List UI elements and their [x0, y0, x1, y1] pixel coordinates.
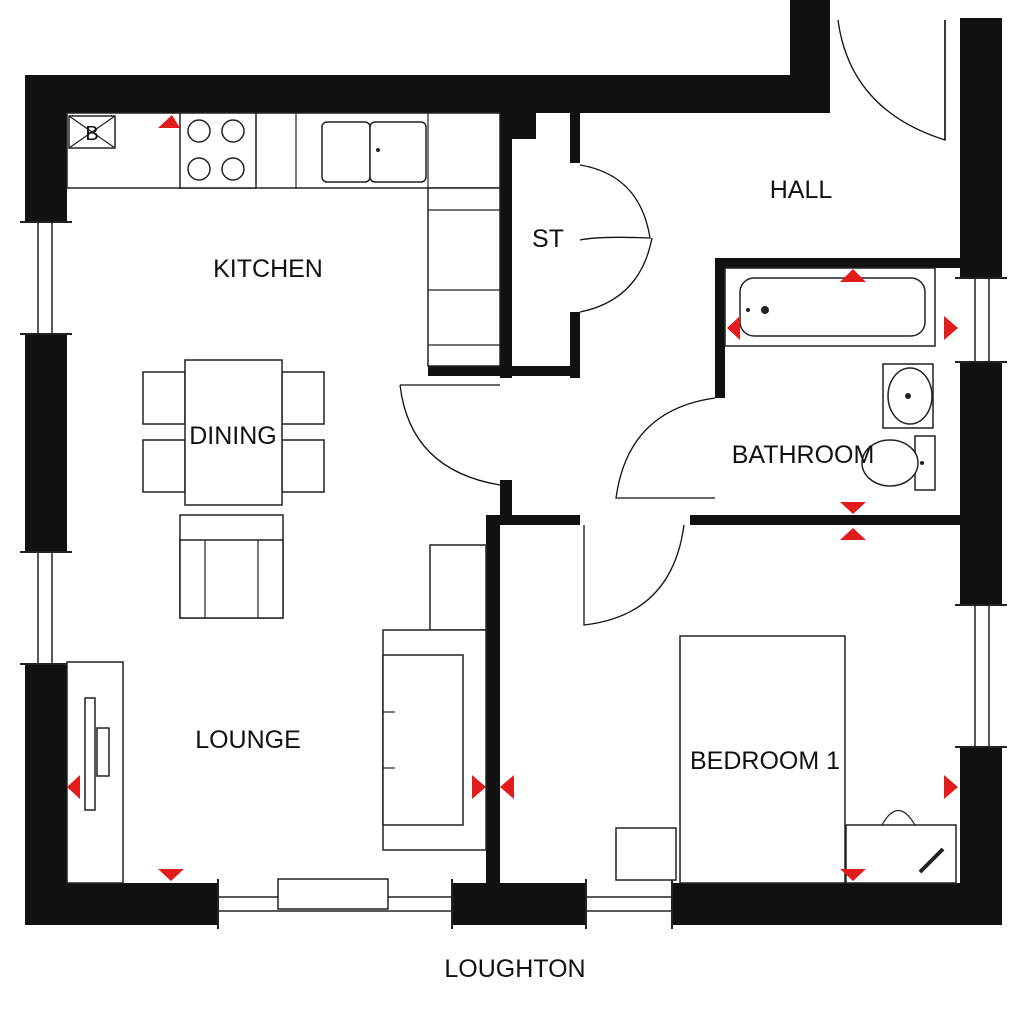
room-labels: KITCHEN DINING LOUNGE ST HALL BATHROOM B…	[189, 176, 874, 983]
sink-bowl	[369, 121, 427, 183]
marker-bathroom-right	[944, 316, 958, 340]
window-lounge-bottom	[217, 878, 453, 929]
outer-walls	[25, 0, 1002, 925]
chair-right-bottom	[281, 439, 325, 493]
chair-left-top	[142, 371, 186, 425]
window-kitchen-left	[20, 221, 72, 335]
wall-bathroom-top	[715, 258, 965, 268]
basin	[882, 363, 934, 429]
windows	[20, 0, 1007, 929]
chair-right-top	[281, 371, 325, 425]
label-bathroom: BATHROOM	[732, 441, 875, 469]
marker-bathroom-top	[840, 269, 866, 282]
label-dining: DINING	[189, 422, 277, 450]
marker-bathroom-bottom	[840, 502, 866, 514]
wall-corridor-top-left	[488, 515, 580, 525]
entrance-opening	[830, 0, 960, 113]
bedside-table	[615, 827, 677, 881]
bathroom-fixtures	[724, 267, 936, 491]
worktop-right	[427, 187, 501, 367]
kitchen-units: B	[66, 112, 501, 367]
window-bedroom-right	[955, 604, 1007, 748]
sofa	[382, 629, 487, 851]
label-storage: ST	[532, 225, 564, 253]
dressing-table	[845, 809, 957, 884]
door-store-upper	[579, 164, 651, 241]
wall-corridor-stub	[500, 480, 512, 525]
wall-lounge-bedroom	[486, 515, 500, 887]
caption-house-type: LOUGHTON	[444, 955, 585, 983]
marker-lounge-bottom	[158, 869, 184, 881]
window-lounge-left	[20, 551, 72, 665]
door-entrance	[837, 19, 946, 141]
side-table	[429, 544, 487, 631]
bed	[679, 635, 846, 884]
marker-bedroom-bottom	[840, 869, 866, 881]
door-kitchen-hall	[399, 384, 501, 486]
marker-lounge-right	[472, 775, 486, 799]
wall-bathroom-bottom	[690, 515, 965, 525]
door-store-lower	[579, 237, 653, 313]
tv-unit	[66, 661, 124, 884]
wall-top-left	[25, 75, 805, 113]
label-lounge: LOUNGE	[195, 726, 301, 754]
dimension-markers	[67, 115, 958, 881]
marker-bedroom-top	[840, 528, 866, 540]
marker-bathroom-left	[727, 316, 740, 340]
worktop-top	[66, 112, 501, 189]
window-bathroom-right	[955, 277, 1007, 363]
sink-drainer	[321, 121, 371, 183]
wall-store-right-top	[570, 113, 580, 163]
door-bedroom	[583, 524, 685, 626]
label-bedroom: BEDROOM 1	[690, 747, 840, 775]
label-kitchen: KITCHEN	[213, 255, 323, 283]
lounge-furniture	[66, 514, 487, 884]
window-bedroom-bottom	[585, 879, 673, 929]
wall-right	[960, 18, 1002, 925]
doors	[399, 19, 946, 626]
marker-kitchen-top	[158, 115, 180, 128]
boiler-label: B	[85, 123, 98, 145]
wall-left	[25, 75, 67, 925]
door-bathroom	[615, 397, 716, 499]
chair-left-bottom	[142, 439, 186, 493]
dining-set	[142, 359, 325, 506]
wall-store-right-bottom	[570, 312, 580, 378]
wall-store-left	[500, 113, 512, 378]
armchair	[179, 514, 284, 619]
wall-bathroom-left	[715, 258, 725, 398]
dining-table	[184, 359, 283, 506]
marker-bedroom-left	[500, 775, 514, 799]
wall-store-bottom	[428, 366, 580, 376]
bedroom-furniture	[615, 635, 957, 884]
wall-top-rise	[790, 0, 830, 113]
marker-lounge-left	[67, 775, 80, 799]
toilet	[861, 435, 936, 491]
marker-bedroom-right	[944, 775, 958, 799]
label-hall: HALL	[770, 176, 833, 204]
wall-store-stub-top	[500, 113, 536, 139]
interior-walls	[428, 113, 965, 887]
wall-bottom	[25, 883, 1000, 925]
